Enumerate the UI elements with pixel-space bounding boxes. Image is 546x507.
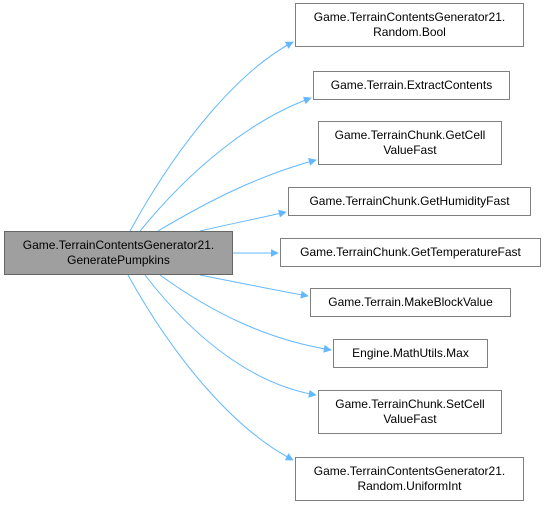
edge-to-random-bool <box>129 41 294 232</box>
node-label-line: Game.TerrainChunk.GetHumidityFast <box>309 194 510 208</box>
node-get-humidity-fast[interactable]: Game.TerrainChunk.GetHumidityFast <box>288 187 531 216</box>
node-label-line: Engine.MathUtils.Max <box>352 346 469 360</box>
edge-to-set-cell-value-fast <box>144 274 317 398</box>
edge-to-random-uniform-int <box>127 274 294 461</box>
node-label-line: Game.TerrainContentsGenerator21. <box>22 238 215 252</box>
node-get-temperature-fast[interactable]: Game.TerrainChunk.GetTemperatureFast <box>280 238 541 267</box>
node-label-line: Game.TerrainContentsGenerator21. <box>313 10 506 24</box>
node-label-line: Game.TerrainChunk.SetCell <box>335 397 485 411</box>
node-label-line: Random.UniformInt <box>357 479 462 493</box>
node-label-line: Game.Terrain.ExtractContents <box>330 78 493 92</box>
node-label-line: Game.TerrainChunk.GetCell <box>334 128 486 142</box>
node-random-uniform-int[interactable]: Game.TerrainContentsGenerator21. Random.… <box>295 457 524 501</box>
node-get-cell-value-fast[interactable]: Game.TerrainChunk.GetCell ValueFast <box>318 121 502 165</box>
edge-to-extract-contents <box>139 96 312 232</box>
edge-to-mathutils-max <box>159 274 332 353</box>
node-set-cell-value-fast[interactable]: Game.TerrainChunk.SetCell ValueFast <box>318 390 502 434</box>
node-label-line: Game.TerrainContentsGenerator21. <box>313 464 506 478</box>
node-label-line: ValueFast <box>383 412 437 426</box>
edge-to-get-humidity-fast <box>199 209 287 232</box>
node-random-bool[interactable]: Game.TerrainContentsGenerator21. Random.… <box>295 3 524 47</box>
node-generate-pumpkins: Game.TerrainContentsGenerator21. Generat… <box>4 231 233 275</box>
node-mathutils-max[interactable]: Engine.MathUtils.Max <box>333 339 488 368</box>
node-label-line: Game.Terrain.MakeBlockValue <box>328 295 493 309</box>
edge-to-get-cell-value-fast <box>157 158 317 232</box>
node-extract-contents[interactable]: Game.Terrain.ExtractContents <box>313 71 510 100</box>
node-label-line: ValueFast <box>383 143 437 157</box>
node-label-line: Game.TerrainChunk.GetTemperatureFast <box>300 245 521 259</box>
node-label-line: GeneratePumpkins <box>67 253 170 267</box>
edge-to-make-block-value <box>199 274 309 299</box>
node-make-block-value[interactable]: Game.Terrain.MakeBlockValue <box>310 288 511 317</box>
node-label-line: Random.Bool <box>373 25 446 39</box>
